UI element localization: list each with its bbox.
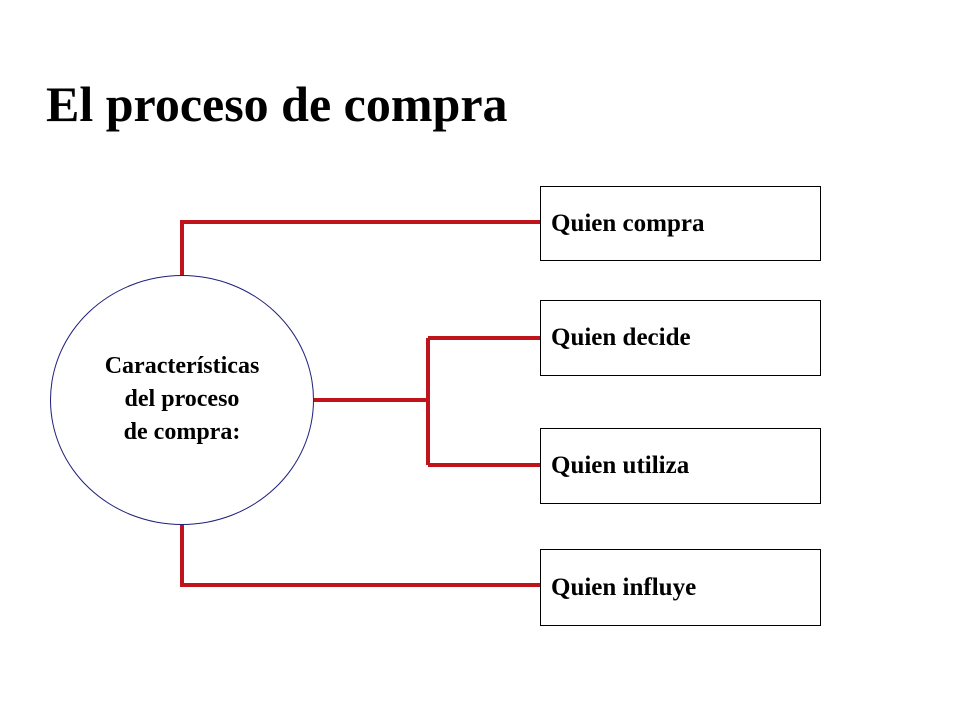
box-quien-compra: Quien compra — [540, 186, 821, 261]
connector-quien-influye — [180, 525, 540, 587]
box-label: Quien compra — [551, 209, 705, 237]
box-label: Quien utiliza — [551, 452, 690, 479]
center-circle — [50, 275, 314, 525]
center-label-line-3: de compra: — [123, 419, 241, 445]
connector-quien-compra — [180, 220, 540, 277]
page-title: El proceso de compra — [46, 76, 508, 132]
box-label: Quien influye — [551, 573, 697, 601]
box-quien-influye: Quien influye — [540, 549, 821, 626]
box-quien-decide: Quien decide — [540, 300, 821, 376]
center-label-line-1: Características — [104, 353, 260, 379]
center-label: Características del proceso de compra: — [50, 350, 314, 449]
box-label: Quien decide — [551, 324, 691, 351]
center-label-line-2: del proceso — [124, 386, 240, 412]
box-quien-utiliza: Quien utiliza — [540, 428, 821, 504]
